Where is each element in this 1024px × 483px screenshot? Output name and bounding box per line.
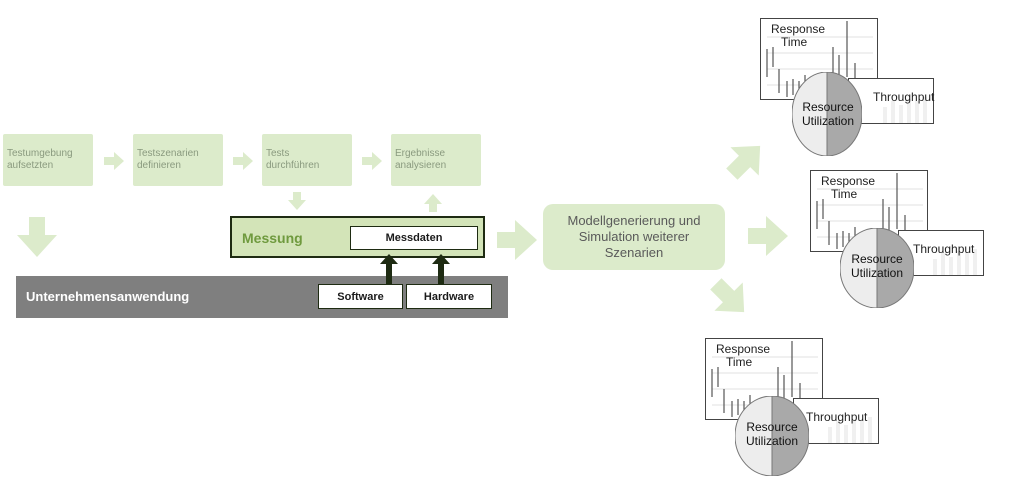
arrow-down-icon [288, 192, 306, 210]
response-time-line1: Response [821, 174, 876, 188]
step-tests: Tests durchführen [262, 134, 352, 186]
arrow-up-icon [432, 254, 450, 284]
step-ergebnisse-line2: analysieren [395, 160, 447, 171]
step-testszenarien: Testszenarien definieren [133, 134, 223, 186]
step-testszenarien-line1: Testszenarien [137, 148, 199, 159]
resource-utilization-label: Resource Utilization [839, 252, 915, 280]
step-testumgebung-line1: Testumgebung [7, 148, 73, 159]
resource-utilization-label: Resource Utilization [734, 420, 810, 448]
step-tests-line1: Tests [266, 148, 290, 159]
throughput-label: Throughput [806, 410, 868, 424]
step-ergebnisse: Ergebnisse analysieren [391, 134, 481, 186]
result-charts-group-1: Response Time Throughput Resource Utiliz… [760, 18, 934, 158]
throughput-label: Throughput [873, 90, 935, 104]
enterprise-application-label: Unternehmensanwendung [26, 289, 190, 304]
result-charts-group-3: Response Time Throughput Resource Utiliz… [705, 338, 879, 478]
arrow-right-icon [748, 216, 788, 256]
model-line3: Szenarien [604, 245, 664, 260]
throughput-bars [828, 417, 872, 443]
arrow-right-icon [104, 152, 124, 170]
resource-utilization-pie [792, 72, 862, 156]
step-ergebnisse-line1: Ergebnisse [395, 148, 446, 159]
resource-utilization-line1: Resource [802, 100, 854, 114]
resource-utilization-label: Resource Utilization [790, 100, 866, 128]
arrow-up-icon [424, 194, 442, 212]
measurement-box: Messung Messdaten [230, 216, 485, 258]
resource-utilization-line2: Utilization [745, 434, 799, 448]
measurement-data-box: Messdaten [350, 226, 478, 250]
response-time-line1: Response [771, 22, 826, 36]
response-time-label: Response Time [716, 343, 770, 369]
response-time-line2: Time [831, 187, 858, 201]
model-line1: Modellgenerierung und [567, 213, 701, 228]
response-time-label: Response Time [771, 23, 825, 49]
arrow-right-icon [362, 152, 382, 170]
resource-utilization-line2: Utilization [801, 114, 855, 128]
hardware-box: Hardware [406, 284, 492, 309]
arrow-right-icon [233, 152, 253, 170]
throughput-card: Throughput [898, 230, 984, 276]
resource-utilization-line1: Resource [746, 420, 798, 434]
throughput-bars [933, 249, 977, 275]
arrow-down-icon [17, 217, 57, 257]
response-time-line1: Response [716, 342, 771, 356]
model-generation-box: Modellgenerierung und Simulation weitere… [543, 204, 725, 270]
step-testumgebung-line2: aufsetzten [7, 160, 54, 171]
response-time-line2: Time [781, 35, 808, 49]
throughput-bars [883, 97, 927, 123]
model-line2: Simulation weiterer [578, 229, 690, 244]
resource-utilization-pie [735, 396, 809, 476]
result-charts-group-2: Response Time Throughput Resource Utiliz… [810, 170, 984, 310]
resource-utilization-line1: Resource [851, 252, 903, 266]
step-tests-line2: durchführen [266, 160, 320, 171]
arrow-up-right-icon [724, 138, 768, 182]
resource-utilization-pie [840, 228, 914, 308]
measurement-label: Messung [242, 230, 303, 246]
arrow-down-right-icon [708, 276, 752, 320]
resource-utilization-line2: Utilization [850, 266, 904, 280]
arrow-up-icon [380, 254, 398, 284]
response-time-line2: Time [726, 355, 753, 369]
software-box: Software [318, 284, 403, 309]
step-testumgebung: Testumgebung aufsetzten [3, 134, 93, 186]
response-time-label: Response Time [821, 175, 875, 201]
throughput-label: Throughput [913, 242, 975, 256]
throughput-card: Throughput [848, 78, 934, 124]
step-testszenarien-line2: definieren [137, 160, 181, 171]
arrow-right-icon [497, 220, 537, 260]
